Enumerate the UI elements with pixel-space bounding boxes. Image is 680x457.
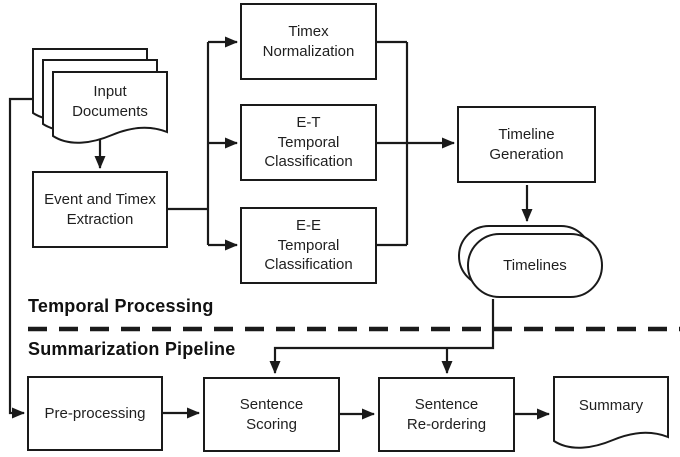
node-timelines: Timelines [503,257,567,274]
node-sentence-reordering: Sentence Re-ordering [378,377,515,452]
summary-document-sheet [553,376,669,449]
temporal-processing-section-label: Temporal Processing [28,296,214,316]
node-ee-temporal-classification: E-E Temporal Classification [240,207,377,284]
node-timex-normalization: Timex Normalization [240,3,377,80]
document-sheet-front [52,71,168,144]
node-sentence-scoring: Sentence Scoring [203,377,340,452]
node-event-timex-extraction: Event and Timex Extraction [32,171,168,248]
timelines-stadium-front [467,233,603,298]
node-input-documents: Input Documents [72,83,148,120]
arrow-documents-to-preprocessing [8,97,33,419]
arrow-timelines-to-scoring [269,299,495,374]
node-timeline-generation: Timeline Generation [457,106,596,183]
node-et-temporal-classification: E-T Temporal Classification [240,104,377,181]
node-summary: Summary [578,397,644,415]
summarization-pipeline-section-label: Summarization Pipeline [28,339,236,359]
node-pre-processing: Pre-processing [27,376,163,451]
